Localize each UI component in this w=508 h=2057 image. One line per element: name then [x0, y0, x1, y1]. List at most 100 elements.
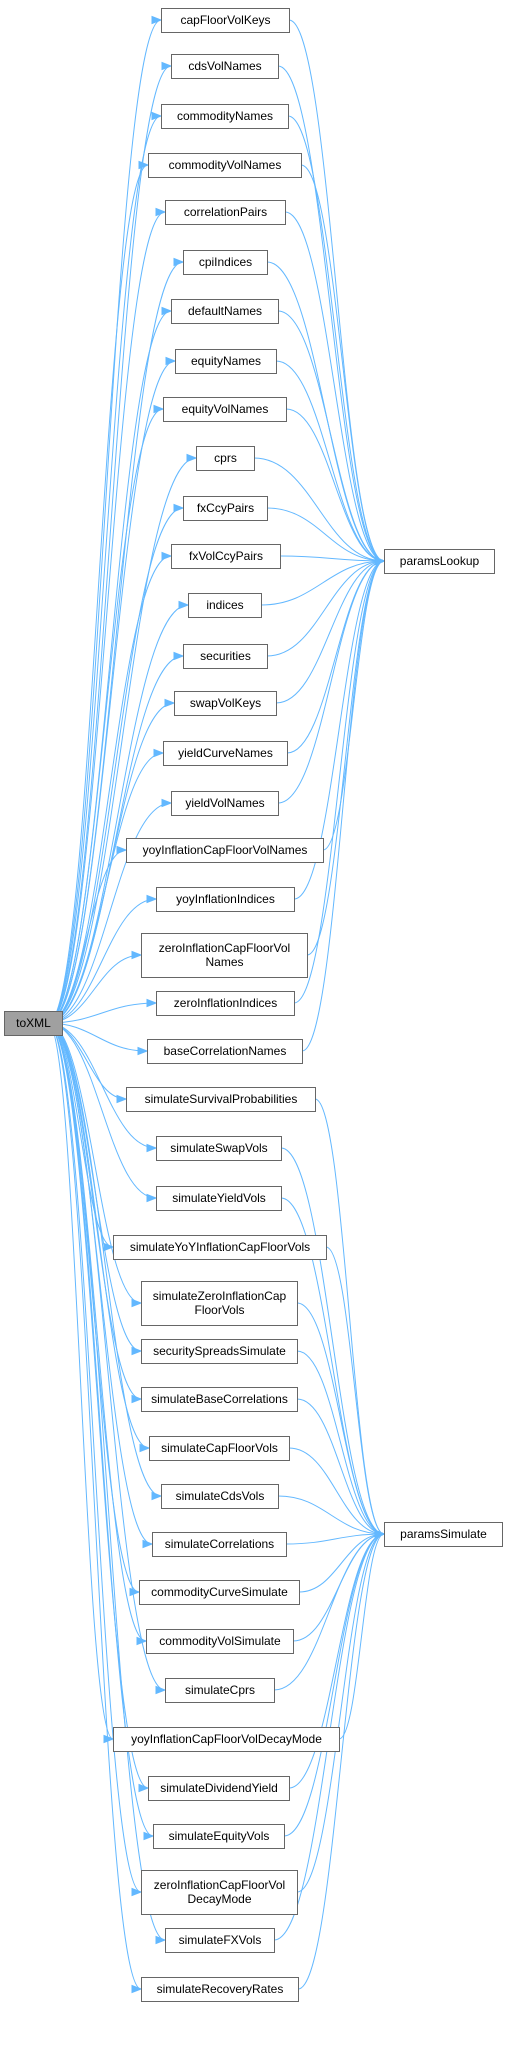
edge-toXML-commodityNames: [47, 115, 162, 1024]
node-label: commodityVolNames: [169, 158, 282, 172]
graph-node-simulateEquityVols[interactable]: simulateEquityVols: [153, 1824, 285, 1849]
node-label: cpiIndices: [199, 255, 252, 269]
node-label: fxVolCcyPairs: [189, 549, 263, 563]
node-label: zeroInflationCapFloorVol: [159, 941, 290, 955]
graph-node-simulateCprs[interactable]: simulateCprs: [165, 1678, 275, 1703]
graph-node-securitySpreadsSimulate[interactable]: securitySpreadsSimulate: [141, 1339, 298, 1364]
node-label: DecayMode: [187, 1892, 251, 1906]
node-label: simulateSurvivalProbabilities: [145, 1092, 298, 1106]
edge-simulateCorrelations-paramsSimulate: [285, 1533, 385, 1545]
graph-node-simulateCorrelations[interactable]: simulateCorrelations: [152, 1532, 287, 1557]
graph-node-toXML[interactable]: toXML: [4, 1011, 63, 1036]
node-box: [141, 1281, 298, 1326]
edge-toXML-simulateSurvivalProbabilities-arrowhead: [116, 1094, 128, 1104]
graph-node-fxCcyPairs[interactable]: fxCcyPairs: [183, 496, 268, 521]
node-label: indices: [206, 598, 243, 612]
edge-toXML-cdsVolNames-arrowhead: [161, 61, 173, 71]
graph-node-paramsSimulate[interactable]: paramsSimulate: [384, 1522, 503, 1547]
graph-node-simulateFXVols[interactable]: simulateFXVols: [165, 1928, 275, 1953]
graph-node-correlationPairs[interactable]: correlationPairs: [165, 200, 286, 225]
graph-node-yoyInflationIndices[interactable]: yoyInflationIndices: [156, 887, 295, 912]
edge-toXML-baseCorrelationNames-arrowhead: [137, 1046, 149, 1056]
graph-node-simulateYieldVols[interactable]: simulateYieldVols: [156, 1186, 282, 1211]
node-label: simulateEquityVols: [169, 1829, 270, 1843]
node-box: [148, 153, 302, 178]
graph-node-commodityNames[interactable]: commodityNames: [161, 104, 289, 129]
graph-node-paramsLookup[interactable]: paramsLookup: [384, 549, 495, 574]
node-label: simulateZeroInflationCap: [153, 1289, 287, 1303]
graph-node-cpiIndices[interactable]: cpiIndices: [183, 250, 268, 275]
graph-node-simulateRecoveryRates[interactable]: simulateRecoveryRates: [141, 1977, 299, 2002]
edge-commodityNames-paramsLookup: [287, 115, 385, 562]
graph-node-equityNames[interactable]: equityNames: [175, 349, 277, 374]
node-box: [161, 1484, 279, 1509]
graph-node-fxVolCcyPairs[interactable]: fxVolCcyPairs: [171, 544, 281, 569]
node-box: [163, 741, 288, 766]
node-label: simulateCapFloorVols: [161, 1441, 278, 1455]
graph-node-yieldCurveNames[interactable]: yieldCurveNames: [163, 741, 288, 766]
edge-simulateCapFloorVols-paramsSimulate: [288, 1447, 385, 1535]
node-box: [126, 838, 324, 863]
graph-node-defaultNames[interactable]: defaultNames: [171, 299, 279, 324]
graph-node-commodityVolNames[interactable]: commodityVolNames: [148, 153, 302, 178]
graph-node-zeroInflationIndices[interactable]: zeroInflationIndices: [156, 991, 295, 1016]
graph-node-capFloorVolKeys[interactable]: capFloorVolKeys: [161, 8, 290, 33]
edge-toXML-simulateCdsVols: [47, 1022, 162, 1497]
graph-node-simulateYoYInflationCapFloorVols[interactable]: simulateYoYInflationCapFloorVols: [113, 1235, 327, 1260]
node-box: [163, 397, 287, 422]
graph-node-simulateSwapVols[interactable]: simulateSwapVols: [156, 1136, 282, 1161]
edge-equityVolNames-paramsLookup: [285, 408, 385, 562]
edge-toXML-simulateFXVols-arrowhead: [155, 1935, 167, 1945]
edge-simulateEquityVols-paramsSimulate: [283, 1533, 385, 1837]
node-box: [165, 1678, 275, 1703]
node-box: [183, 644, 268, 669]
node-box: [139, 1580, 300, 1605]
graph-node-commodityCurveSimulate[interactable]: commodityCurveSimulate: [139, 1580, 300, 1605]
edge-toXML-zeroInflationCapFloorVolDecayMode-arrowhead: [131, 1887, 143, 1897]
graph-node-simulateSurvivalProbabilities[interactable]: simulateSurvivalProbabilities: [126, 1087, 316, 1112]
edge-cdsVolNames-paramsLookup: [277, 65, 385, 562]
graph-node-cdsVolNames[interactable]: cdsVolNames: [171, 54, 279, 79]
edge-toXML-zeroInflationIndices-arrowhead: [146, 998, 158, 1008]
node-label: zeroInflationIndices: [174, 996, 277, 1010]
node-label: commodityNames: [177, 109, 273, 123]
graph-node-securities[interactable]: securities: [183, 644, 268, 669]
edge-simulateZeroInflationCapFloorVols-paramsSimulate: [296, 1302, 385, 1535]
edge-defaultNames-paramsLookup: [277, 310, 385, 562]
graph-node-swapVolKeys[interactable]: swapVolKeys: [174, 691, 277, 716]
node-label: equityVolNames: [182, 402, 269, 416]
node-label: correlationPairs: [184, 205, 267, 219]
node-box: [156, 1186, 282, 1211]
edge-toXML-swapVolKeys-arrowhead: [164, 698, 176, 708]
edge-baseCorrelationNames-paramsLookup-arrowhead: [374, 556, 386, 566]
graph-node-baseCorrelationNames[interactable]: baseCorrelationNames: [147, 1039, 303, 1064]
edge-yoyInflationCapFloorVolNames-paramsLookup: [322, 560, 385, 851]
graph-node-simulateCdsVols[interactable]: simulateCdsVols: [161, 1484, 279, 1509]
graph-node-yoyInflationCapFloorVolNames[interactable]: yoyInflationCapFloorVolNames: [126, 838, 324, 863]
graph-node-simulateCapFloorVols[interactable]: simulateCapFloorVols: [149, 1436, 290, 1461]
edge-toXML-simulateRecoveryRates-arrowhead: [131, 1984, 143, 1994]
node-label: simulateYoYInflationCapFloorVols: [130, 1240, 310, 1254]
graph-node-simulateBaseCorrelations[interactable]: simulateBaseCorrelations: [141, 1387, 298, 1412]
edge-toXML-commodityNames-arrowhead: [151, 111, 163, 121]
edge-baseCorrelationNames-paramsLookup: [301, 560, 385, 1052]
graph-node-equityVolNames[interactable]: equityVolNames: [163, 397, 287, 422]
node-box: [188, 593, 262, 618]
graph-node-simulateDividendYield[interactable]: simulateDividendYield: [148, 1776, 290, 1801]
edge-toXML-simulateCorrelations-arrowhead: [142, 1539, 154, 1549]
edge-toXML-simulateCprs-arrowhead: [155, 1685, 167, 1695]
edge-commodityVolNames-paramsLookup: [300, 164, 385, 562]
node-box: [171, 299, 279, 324]
node-label: cprs: [214, 451, 237, 465]
graph-node-yoyInflationCapFloorVolDecayMode[interactable]: yoyInflationCapFloorVolDecayMode: [113, 1727, 340, 1752]
graph-node-commodityVolSimulate[interactable]: commodityVolSimulate: [146, 1629, 294, 1654]
graph-node-cprs[interactable]: cprs: [196, 446, 255, 471]
graph-node-yieldVolNames[interactable]: yieldVolNames: [171, 791, 279, 816]
edge-toXML-capFloorVolKeys: [47, 19, 162, 1024]
edge-toXML-cprs: [47, 457, 197, 1024]
graph-node-indices[interactable]: indices: [188, 593, 262, 618]
